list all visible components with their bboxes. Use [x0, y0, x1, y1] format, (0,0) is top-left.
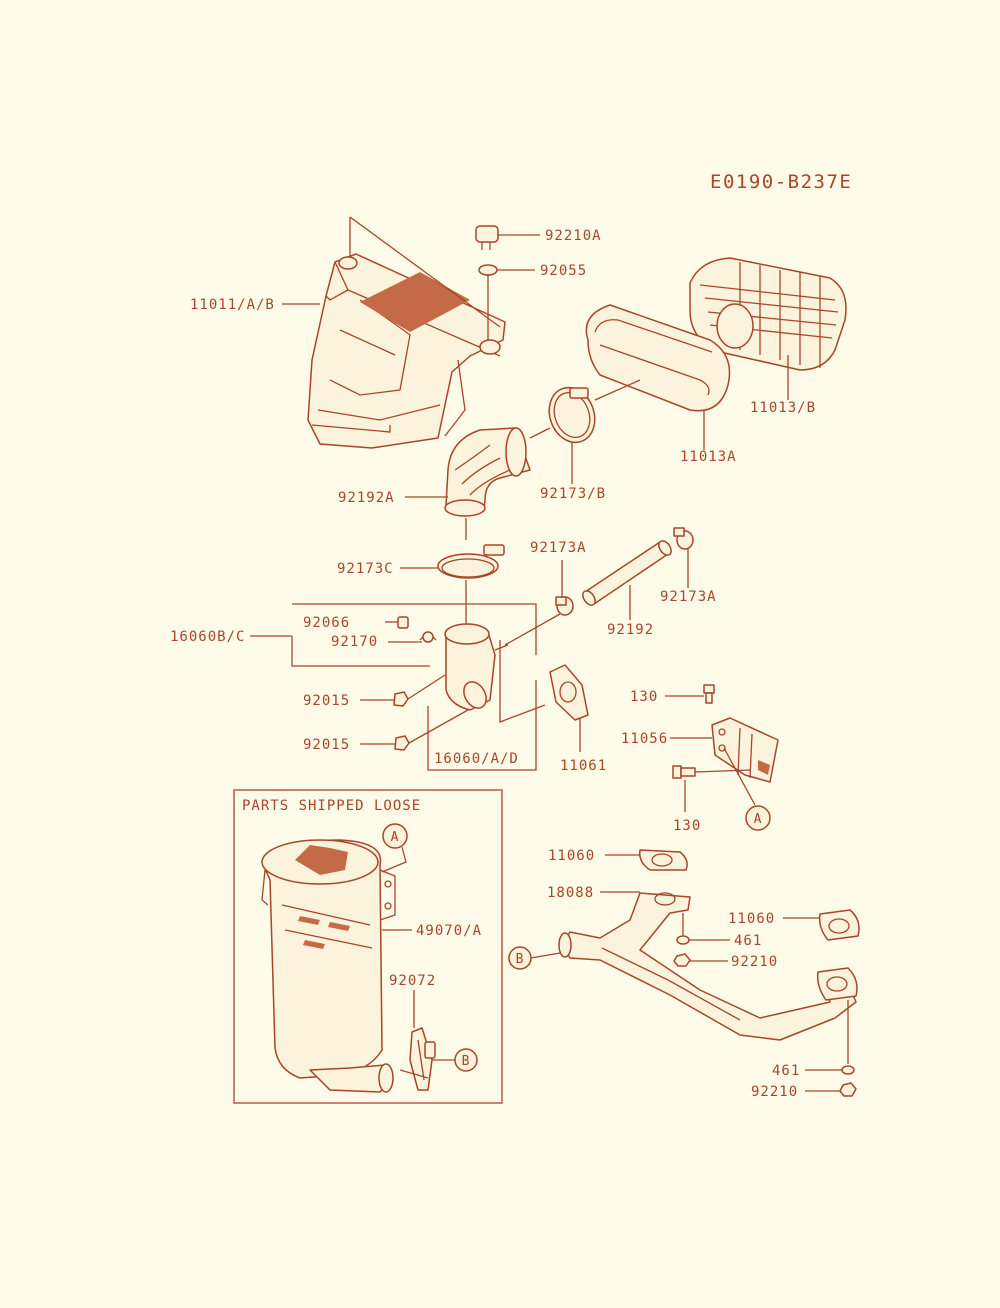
elbow-hose [444, 427, 531, 517]
gasket-11061 [549, 664, 589, 721]
label-housing-assy: 16060B/C [170, 629, 245, 645]
label-nut-92210-upper: 92210 [731, 954, 778, 970]
label-nut-92015-lower: 92015 [303, 737, 350, 753]
label-nut-92015-upper: 92015 [303, 693, 350, 709]
bracket-11056 [711, 717, 779, 783]
label-washer-92055: 92055 [540, 263, 587, 279]
pipe-92066 [397, 616, 409, 629]
callout-a-bottom [382, 823, 408, 849]
exhaust-pipe-18088 [558, 892, 858, 1041]
filter-element [689, 257, 847, 371]
bolt-130-top [703, 684, 715, 704]
nut-92015-upper [393, 691, 409, 707]
label-nut-92210-lower: 92210 [751, 1084, 798, 1100]
washer-92055 [478, 264, 498, 276]
diagram-code: E0190-B237E [710, 171, 852, 193]
label-clamp-92173b: 92173/B [540, 486, 606, 502]
hose-92192 [582, 540, 672, 606]
washer-461-upper [676, 935, 690, 945]
label-bolt-130-top: 130 [630, 689, 658, 705]
label-clamp-92173a-left: 92173A [530, 540, 587, 556]
plug-92210a [475, 225, 499, 250]
muffler [261, 839, 396, 1093]
gasket-11060-upper [638, 849, 688, 871]
label-filter-element: 11013/B [750, 400, 816, 416]
nut-92210-upper [673, 953, 691, 967]
clamp-92173c [437, 544, 505, 579]
box-label: PARTS SHIPPED LOOSE [242, 798, 421, 814]
callout-b-pipe-label: B [516, 952, 525, 967]
label-clamp-92173c: 92173C [337, 561, 394, 577]
label-bolt-130-bottom: 130 [673, 818, 701, 834]
washer-461-lower [841, 1065, 855, 1075]
label-bracket-11056: 11056 [621, 731, 668, 747]
parts-shipped-loose-box [233, 789, 503, 1104]
nut-92210-lower [839, 1082, 857, 1097]
label-pipe-92066: 92066 [303, 615, 350, 631]
label-elbow-hose: 92192A [338, 490, 395, 506]
air-cleaner-housing [307, 253, 506, 449]
label-pre-cleaner: 11013A [680, 449, 737, 465]
pre-cleaner [585, 304, 731, 412]
callout-a-top [745, 805, 771, 831]
callout-b-muffler-label: B [462, 1054, 471, 1069]
label-body-16060: 16060/A/D [434, 751, 519, 767]
callout-a-top-label: A [754, 812, 763, 827]
label-gasket-11061: 11061 [560, 758, 607, 774]
throttle-body [444, 623, 509, 711]
bolt-130-bottom [672, 765, 696, 779]
label-fitting-92170: 92170 [331, 634, 378, 650]
gasket-11060-right [818, 909, 860, 941]
label-clamp-92173a-right: 92173A [660, 589, 717, 605]
clamp-92173a-right [673, 527, 694, 550]
label-muffler: 49070/A [416, 923, 482, 939]
label-gasket-11060-upper: 11060 [548, 848, 595, 864]
clamp-92173a-left [555, 596, 574, 616]
label-washer-461-upper: 461 [734, 933, 762, 949]
label-plug-92210a: 92210A [545, 228, 602, 244]
label-gasket-11060-right: 11060 [728, 911, 775, 927]
label-pipe-18088: 18088 [547, 885, 594, 901]
label-hose-92192: 92192 [607, 622, 654, 638]
label-clamp-92072: 92072 [389, 973, 436, 989]
fitting-92170 [419, 631, 437, 643]
clamp-92173b [548, 386, 596, 444]
clamp-92072 [409, 1027, 436, 1091]
callout-a-bottom-label: A [391, 830, 400, 845]
label-air-cleaner-housing: 11011/A/B [190, 297, 275, 313]
nut-92015-lower [394, 735, 410, 751]
label-washer-461-lower: 461 [772, 1063, 800, 1079]
